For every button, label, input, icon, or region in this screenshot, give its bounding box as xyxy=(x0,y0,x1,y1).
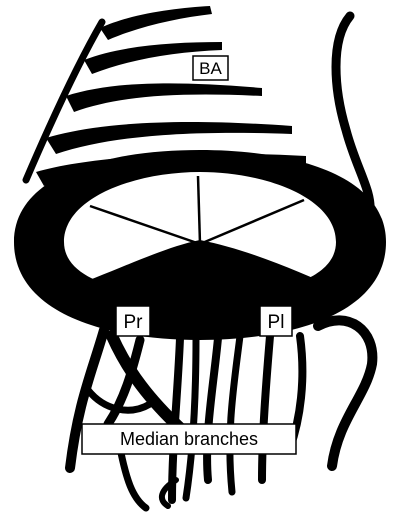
label-pl: Pl xyxy=(260,306,292,336)
label-ba: BA xyxy=(193,56,228,80)
label-ba-text: BA xyxy=(199,59,222,78)
label-pr: Pr xyxy=(116,306,150,336)
lumen-spokes xyxy=(90,176,304,244)
label-pr-text: Pr xyxy=(124,312,144,333)
label-median-text: Median branches xyxy=(120,429,258,449)
median-branch-vessels xyxy=(70,320,372,508)
lumen-lower-wedge xyxy=(62,240,340,310)
ba-stripe-3 xyxy=(66,83,262,112)
label-median: Median branches xyxy=(82,424,296,454)
ba-stripe-1 xyxy=(100,6,212,40)
label-pl-text: Pl xyxy=(268,312,285,333)
ba-stripe-4 xyxy=(46,122,292,154)
